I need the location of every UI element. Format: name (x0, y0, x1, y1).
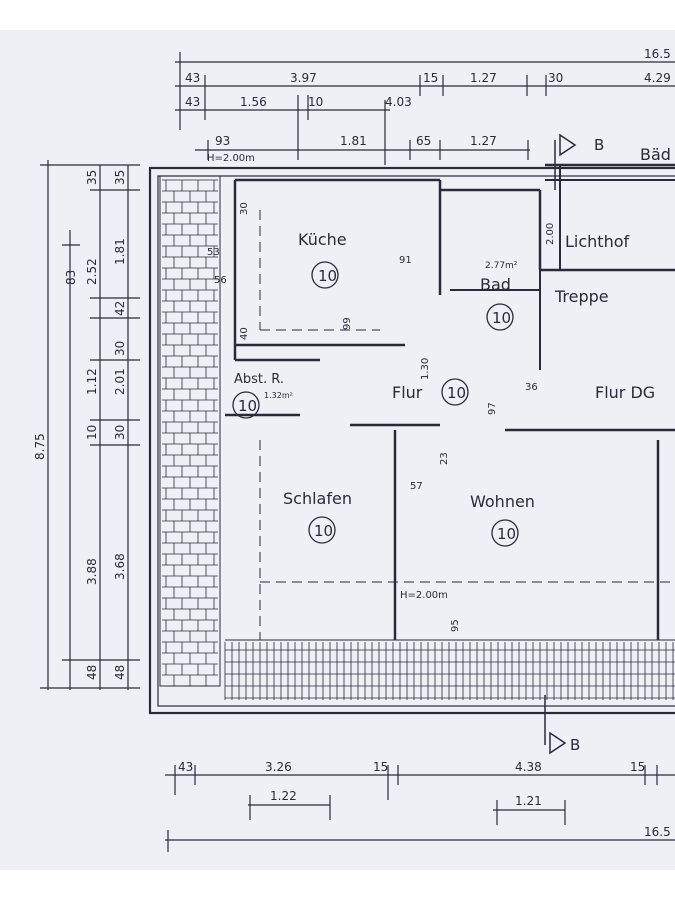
walls (148, 163, 675, 715)
dim-left-i0: 35 (113, 170, 127, 185)
room-label-bad: Bad (480, 275, 511, 294)
room-label-abst: Abst. R. (234, 372, 284, 387)
dim-left-o0: 83 (64, 270, 78, 285)
dim-top-r2-2: 10 (308, 95, 323, 109)
dim-f97: 97 (487, 402, 498, 415)
dim-bot-r1-2: 15 (373, 760, 388, 774)
dim-left-i7: 48 (113, 665, 127, 680)
room-circle-abst (232, 391, 260, 419)
dim-f36: 36 (525, 382, 538, 393)
section-marker-top (554, 133, 577, 190)
room-circle-wohnen (491, 519, 519, 547)
dim-left-i6: 3.68 (113, 553, 127, 580)
room-circle-bad (486, 303, 514, 331)
dimension-lines (40, 52, 675, 852)
room-num-abst: 10 (238, 397, 257, 415)
dim-w95: 95 (450, 619, 461, 632)
dim-left-o4: 3.88 (85, 558, 99, 585)
room-label-schlafen: Schlafen (283, 489, 352, 508)
dim-bot-r2-1: 1.21 (515, 794, 542, 808)
dim-left-i3: 30 (113, 341, 127, 356)
dim-left-total: 8.75 (33, 433, 47, 460)
room-label-baed: Bäd (640, 145, 671, 164)
headroom-bottom: H=2.00m (400, 590, 448, 601)
room-num-flur: 10 (447, 384, 466, 402)
room-num-schlafen: 10 (314, 522, 333, 540)
paper-background (0, 30, 675, 870)
section-label-top: B (594, 136, 604, 154)
room-circle-schlafen (308, 516, 336, 544)
dim-bot-r1-0: 43 (178, 760, 193, 774)
dim-top-r2-0: 43 (185, 95, 200, 109)
dim-k91: 91 (399, 255, 412, 266)
room-label-lichthof: Lichthof (565, 232, 630, 251)
dim-k30: 30 (239, 202, 250, 215)
dim-bot-r2-0: 1.22 (270, 789, 297, 803)
dim-bot-r1-1: 3.26 (265, 760, 292, 774)
room-label-flur: Flur (392, 383, 423, 402)
section-label-bottom: B (570, 736, 580, 754)
room-label-wohnen: Wohnen (470, 492, 535, 511)
roof-hatching (162, 179, 675, 700)
dim-left-i5: 30 (113, 425, 127, 440)
dim-w57: 57 (410, 481, 423, 492)
dim-top-r2-3: 4.03 (385, 95, 412, 109)
dim-top-r3-1: 1.81 (340, 134, 367, 148)
room-circle-flur (441, 378, 469, 406)
room-num-wohnen: 10 (497, 525, 516, 543)
dim-top-r1-0: 43 (185, 71, 200, 85)
dim-w23: 23 (439, 452, 450, 465)
dim-f130: 1.30 (420, 358, 431, 380)
room-label-treppe: Treppe (554, 287, 609, 306)
dim-k53: 53 (207, 247, 220, 258)
headroom-top: H=2.00m (207, 153, 255, 164)
dim-left-i2: 42 (113, 301, 127, 316)
dim-top-r1-2: 15 (423, 71, 438, 85)
dim-total-top: 16.5 (644, 47, 671, 61)
dim-left-o2: 1.12 (85, 368, 99, 395)
room-area-abst: 1.32m² (264, 391, 293, 400)
dim-left-o5: 48 (85, 665, 99, 680)
section-marker-bottom (544, 695, 567, 755)
dim-left-i1: 1.81 (113, 238, 127, 265)
room-circle-kueche (311, 261, 339, 289)
room-label-flurdg: Flur DG (595, 383, 655, 402)
dim-left-small: 35 (85, 170, 99, 185)
room-area-bad: 2.77m² (485, 261, 518, 271)
dim-bot-r1-4: 15 (630, 760, 645, 774)
dim-b200: 2.00 (545, 223, 556, 245)
dim-left-o1: 2.52 (85, 258, 99, 285)
dim-top-r3-0: 93 (215, 134, 230, 148)
dim-top-r1-3: 1.27 (470, 71, 497, 85)
dim-k56: 56 (214, 275, 227, 286)
dim-top-r1-5: 4.29 (644, 71, 671, 85)
dim-k99: 99 (342, 317, 353, 330)
room-num-kueche: 10 (318, 267, 337, 285)
dim-top-r3-2: 65 (416, 134, 431, 148)
dim-top-r3-3: 1.27 (470, 134, 497, 148)
dim-bot-r1-3: 4.38 (515, 760, 542, 774)
dim-left-i4: 2.01 (113, 368, 127, 395)
room-label-kueche: Küche (298, 230, 347, 249)
room-num-bad: 10 (492, 309, 511, 327)
dim-top-r1-1: 3.97 (290, 71, 317, 85)
dim-k40: 40 (239, 327, 250, 340)
dim-top-r1-4: 30 (548, 71, 563, 85)
dim-left-o3: 10 (85, 425, 99, 440)
dim-total-bottom: 16.5 (644, 825, 671, 839)
dim-top-r2-1: 1.56 (240, 95, 267, 109)
